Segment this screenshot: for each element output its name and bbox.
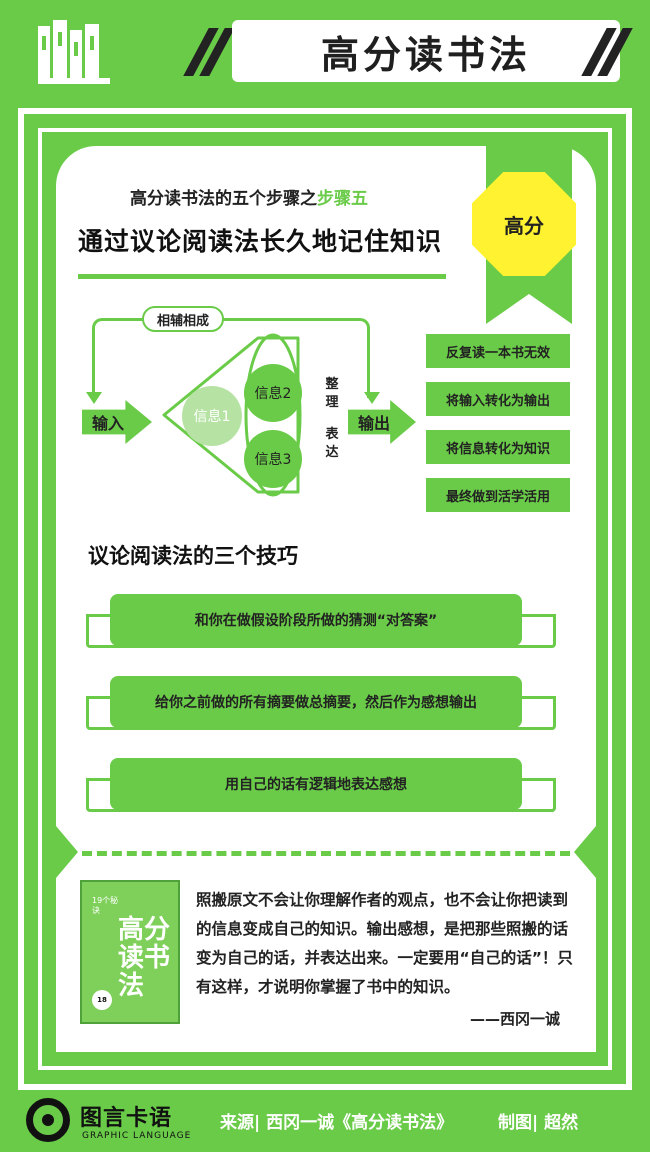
result-box: 反复读一本书无效: [426, 334, 570, 368]
dashed-divider: [82, 851, 570, 856]
main-title: 通过议论阅读法长久地记住知识: [78, 227, 443, 256]
express-label: 表达: [325, 427, 339, 460]
books-icon: [38, 16, 110, 84]
tip-item-3: 用自己的话有逻辑地表达感想: [110, 758, 522, 810]
title-underline: [78, 274, 446, 279]
notch-right: [574, 826, 596, 878]
feedback-loop: [92, 318, 370, 398]
result-box: 将输入转化为输出: [426, 382, 570, 416]
quote-text: 照搬原文不会让你理解作者的观点，也不会让你把读到的信息变成自己的知识。输出感想，…: [196, 891, 573, 996]
book-small-text: 19个秘诀: [92, 896, 119, 915]
page-title: 高分读书法: [320, 32, 531, 77]
organize-label: 整理: [325, 377, 339, 410]
arrow-down-icon: [86, 392, 102, 404]
quote-author: ——西冈一诚: [470, 1010, 561, 1028]
input-label: 输入: [92, 414, 125, 433]
info-circle-1: 信息1: [182, 386, 242, 446]
step-subtitle: 高分读书法的五个步骤之步骤五: [130, 184, 368, 209]
inner-frame: [38, 128, 612, 1070]
book-cover-title: 高分读书法: [118, 915, 171, 1001]
title-bar: 高分读书法: [232, 20, 620, 82]
info-circle-2: 信息2: [244, 364, 302, 422]
design-credit: 制图| 超然: [498, 1113, 579, 1133]
badge-label: 高分: [504, 213, 544, 238]
brand-subtitle: GRAPHIC LANGUAGE: [82, 1131, 192, 1141]
notch-left: [56, 826, 78, 878]
tips-title: 议论阅读法的三个技巧: [88, 544, 298, 568]
outer-frame: [18, 108, 632, 1090]
source-credit: 来源| 西冈一诚《高分读书法》: [220, 1113, 454, 1133]
logo-dot: [42, 1114, 54, 1126]
loop-label: 相辅相成: [142, 306, 224, 332]
output-label: 输出: [358, 414, 391, 433]
book-badge: 18: [92, 990, 112, 1010]
arrow-down-icon: [364, 392, 380, 404]
subtitle-prefix: 高分读书法的五个步骤之: [130, 189, 317, 209]
info-circle-3: 信息3: [244, 430, 302, 488]
result-box: 将信息转化为知识: [426, 430, 570, 464]
badge: 高分: [472, 172, 576, 276]
funnel: [158, 330, 308, 500]
logo-icon: [26, 1098, 70, 1142]
tip-item-1: 和你在做假设阶段所做的猜测“对答案”: [110, 594, 522, 646]
result-box: 最终做到活学活用: [426, 478, 570, 512]
ribbon-cut: [486, 294, 572, 324]
tip-item-2: 给你之前做的所有摘要做总摘要，然后作为感想输出: [110, 676, 522, 728]
brand-name: 图言卡语: [80, 1106, 173, 1131]
book-cover: 19个秘诀 高分读书法 18: [80, 880, 180, 1024]
subtitle-highlight: 步骤五: [317, 189, 368, 209]
